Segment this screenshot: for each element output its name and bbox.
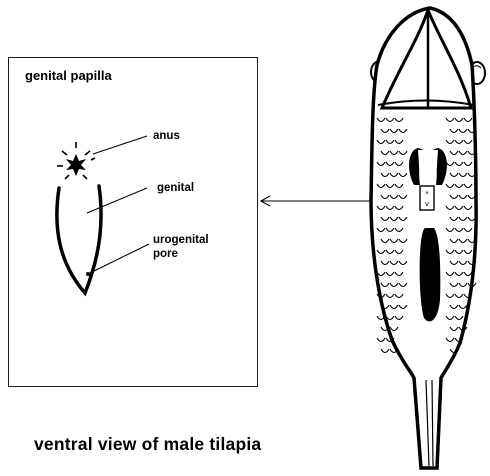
urogenital-label: urogenital bbox=[153, 234, 209, 247]
scale-mark bbox=[377, 338, 385, 342]
papilla-drawing bbox=[9, 58, 259, 388]
papilla-outline bbox=[57, 186, 101, 293]
genital-label: genital bbox=[157, 182, 194, 195]
anal-fin bbox=[420, 228, 441, 321]
genital-leader bbox=[87, 188, 147, 213]
anus-label: anus bbox=[153, 130, 180, 143]
figure-caption: ventral view of male tilapia bbox=[34, 434, 261, 455]
anus-leader bbox=[93, 136, 147, 154]
svg-text:*: * bbox=[425, 190, 429, 198]
genital-papilla-inset: genital papilla anus genital urogenita bbox=[8, 57, 258, 387]
anus-star-icon bbox=[57, 142, 95, 179]
vent-marker: * v bbox=[420, 186, 434, 210]
scale-mark bbox=[381, 349, 389, 353]
svg-text:v: v bbox=[425, 200, 429, 208]
pore-label: pore bbox=[153, 248, 178, 261]
